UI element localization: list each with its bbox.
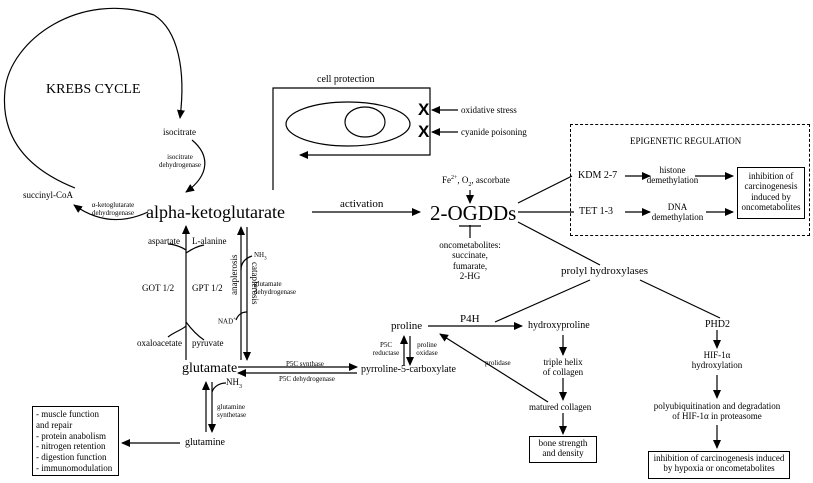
p4h-label: P4H bbox=[460, 313, 480, 325]
proline-label: proline bbox=[391, 320, 423, 332]
nad-label: NAD+ bbox=[218, 317, 236, 326]
krebs-cycle-title: KREBS CYCLE bbox=[46, 82, 141, 97]
krebs-cycle-arc bbox=[3, 7, 155, 189]
nad-curve bbox=[235, 311, 248, 321]
got-oxaloacetate-curve bbox=[167, 325, 187, 338]
succinyl-coa-label: succinyl-CoA bbox=[23, 190, 73, 200]
prolyl-to-p4h-line bbox=[494, 279, 591, 323]
ogdd-to-kdm-line bbox=[517, 175, 573, 204]
cell-protection-title: cell protection bbox=[317, 74, 375, 85]
cofactors-label: Fe2+, O2, ascorbate bbox=[442, 175, 510, 188]
isocitrate-label: isocitrate bbox=[163, 127, 196, 137]
ogdd-to-prolyl-line bbox=[517, 221, 601, 266]
prolidase-label: prolidase bbox=[485, 359, 511, 367]
got-aspartate-curve bbox=[167, 243, 187, 251]
oxidative-stress-label: oxidative stress bbox=[461, 105, 517, 115]
nh3-glutamine-curve bbox=[211, 382, 227, 393]
gpt-label: GPT 1/2 bbox=[192, 283, 223, 293]
l-alanine-label: L-alanine bbox=[192, 236, 227, 246]
2-ogdds-label: 2-OGDDs bbox=[430, 201, 517, 225]
anaplerosis-label: anaplerosis bbox=[229, 254, 239, 296]
oncometabolites-label: oncometabolites:succinate,fumarate,2-HG bbox=[439, 240, 501, 282]
p5c-label: pyrroline-5-carboxylate bbox=[361, 364, 456, 375]
glutamate-label: glutamate bbox=[182, 361, 238, 376]
aspartate-label: aspartate bbox=[148, 236, 180, 246]
p5c-synthase-label: P5C synthase bbox=[286, 360, 324, 368]
prolyl-hydroxylases-label: prolyl hydroxylases bbox=[561, 265, 649, 277]
oncometabolite-inhibition-line bbox=[459, 225, 481, 238]
pyruvate-label: pyruvate bbox=[192, 338, 224, 348]
prolidase-arrow bbox=[439, 333, 549, 403]
epigenetic-title: EPIGENETIC REGULATION bbox=[630, 136, 742, 146]
epigenetic-regulation-box bbox=[570, 124, 810, 236]
kdm-label: KDM 2-7 bbox=[578, 170, 618, 181]
gpt-curve-alanine bbox=[185, 244, 205, 254]
phd2-label: PHD2 bbox=[705, 319, 731, 330]
hydroxyproline-label: hydroxyproline bbox=[528, 320, 590, 331]
akg-to-succinyl-arrow bbox=[73, 204, 149, 221]
matured-collagen-label: matured collagen bbox=[529, 402, 592, 412]
oxaloacetate-label: oxaloacetate bbox=[137, 338, 182, 348]
nh3-glutamine-label: NH3 bbox=[226, 377, 242, 390]
krebs-arc-top bbox=[153, 14, 185, 119]
cell-protection-bracket bbox=[272, 87, 431, 190]
isocitrate-to-akg-arrow bbox=[185, 139, 206, 193]
glutamine-label: glutamine bbox=[185, 437, 225, 448]
nh3-label: NH3 bbox=[254, 251, 267, 262]
got-label: GOT 1/2 bbox=[142, 283, 175, 293]
tet-label: TET 1-3 bbox=[579, 206, 613, 217]
prolyl-to-phd2-line bbox=[639, 279, 721, 319]
cell-outer-ellipse bbox=[285, 101, 411, 147]
nh3-in-curve bbox=[240, 255, 253, 271]
cell-nucleus-ellipse bbox=[344, 106, 386, 138]
activation-label: activation bbox=[340, 198, 384, 210]
block-x-oxidative: X bbox=[418, 100, 430, 119]
gpt-curve-pyruvate bbox=[185, 321, 205, 341]
p5c-dehydrogenase-label: P5C dehydrogenase bbox=[279, 375, 335, 383]
block-x-cyanide: X bbox=[418, 122, 430, 141]
alpha-ketoglutarate-label: alpha-ketoglutarate bbox=[146, 202, 285, 222]
cyanide-poisoning-label: cyanide poisoning bbox=[461, 127, 527, 137]
